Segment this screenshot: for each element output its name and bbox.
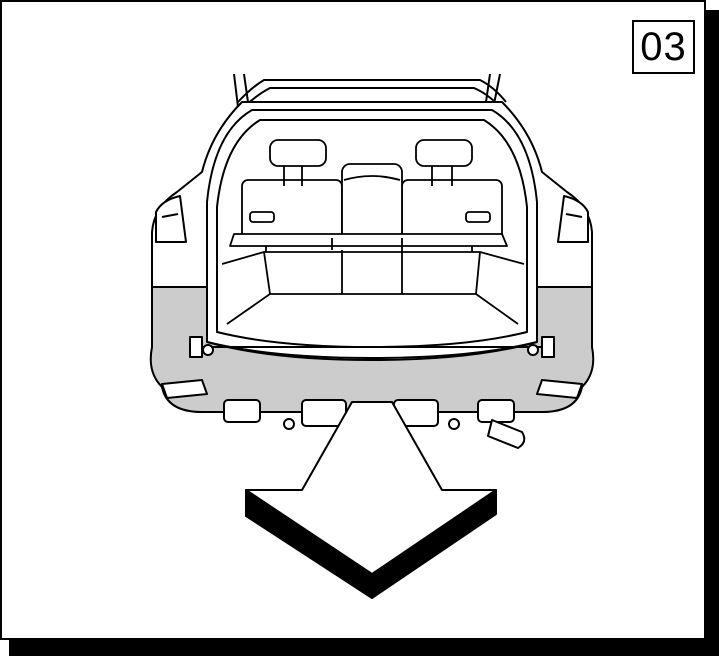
step-number: 03 bbox=[640, 24, 687, 69]
step-number-badge: 03 bbox=[632, 20, 695, 74]
cargo-cover-rail bbox=[229, 233, 508, 252]
downward-arrow-icon bbox=[245, 401, 497, 599]
rear-bumper bbox=[149, 286, 595, 449]
open-tailgate bbox=[233, 73, 507, 108]
rear-vehicle-illustration bbox=[149, 73, 595, 599]
cargo-floor bbox=[221, 250, 525, 325]
illustration-frame: 03 bbox=[0, 0, 706, 640]
